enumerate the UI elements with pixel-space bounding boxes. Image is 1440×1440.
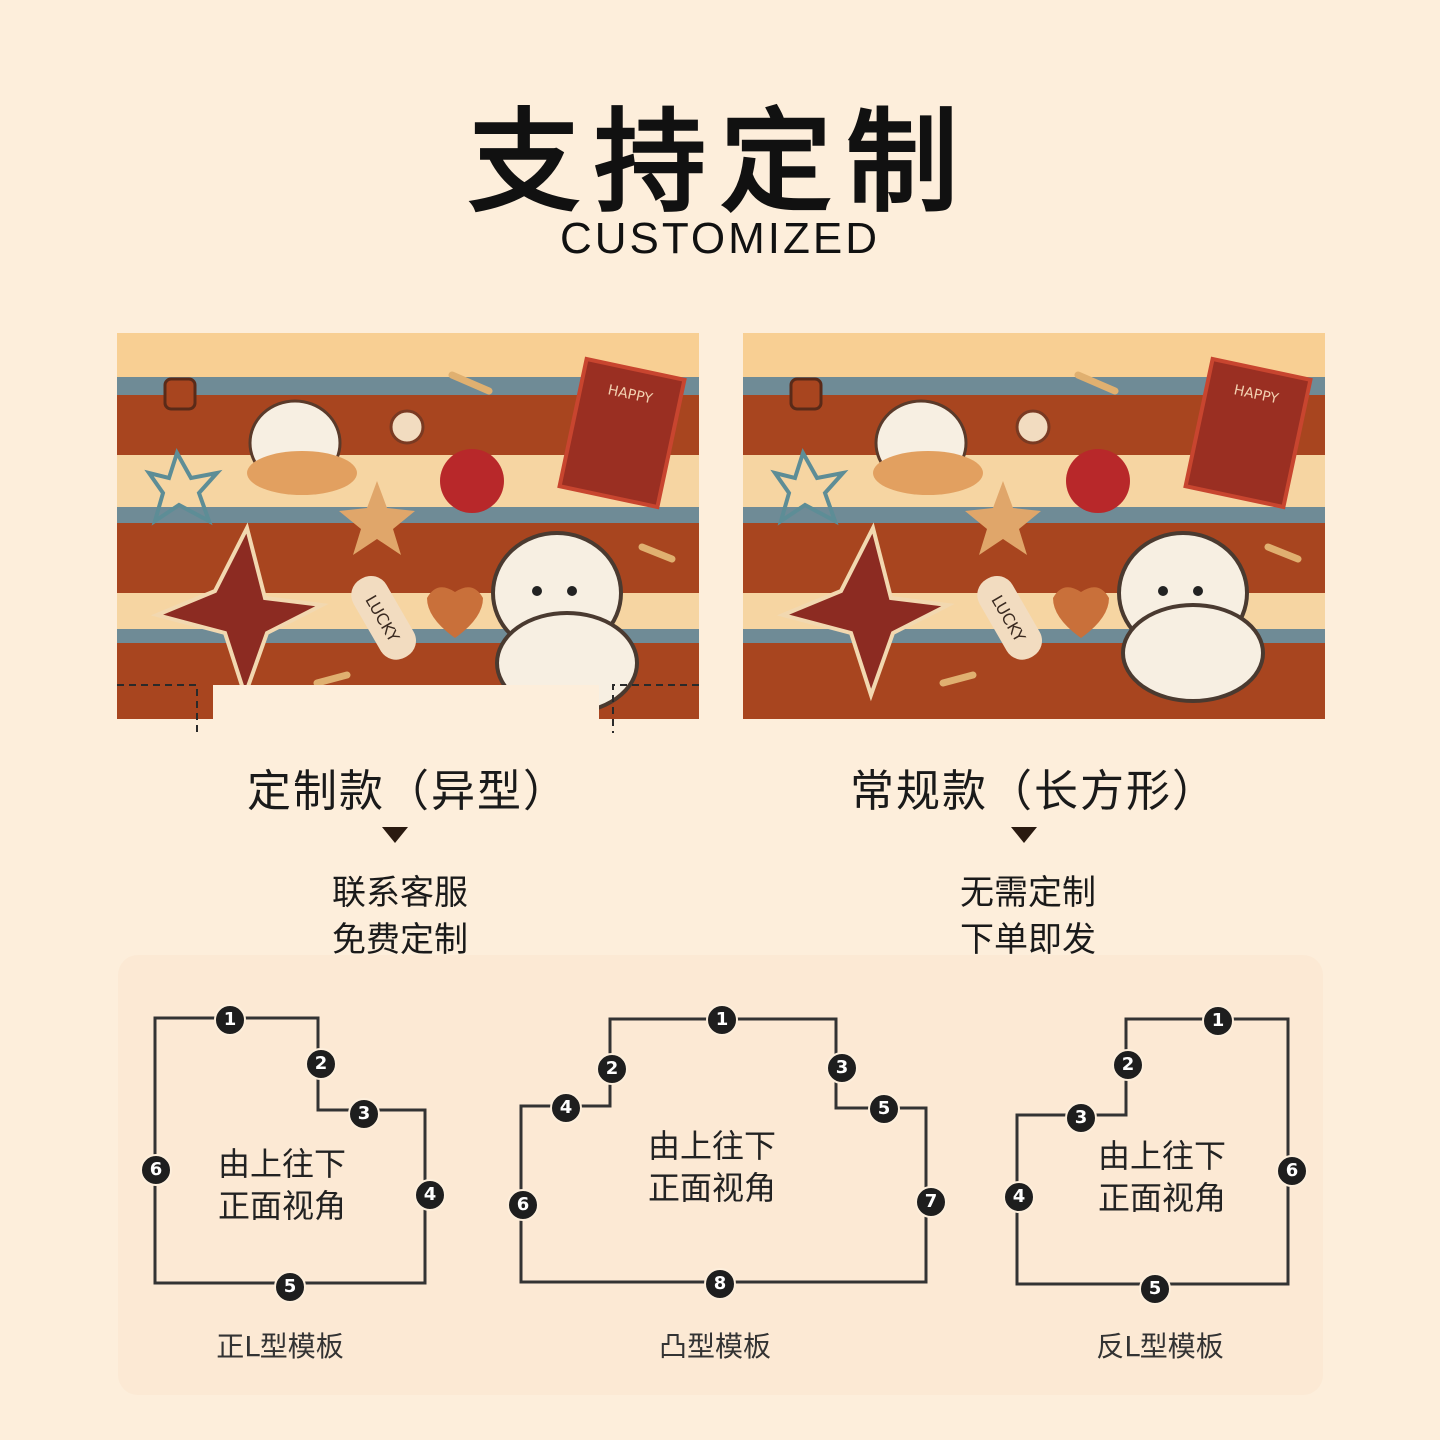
regular-mat-image: HAPPY LUCKY [743, 333, 1325, 719]
template-2-node-6: 6 [507, 1189, 539, 1221]
template-3-node-1: 1 [1202, 1005, 1234, 1037]
template-1-node-1: 1 [214, 1004, 246, 1036]
template-2-node-3: 3 [826, 1052, 858, 1084]
template-1-node-6: 6 [140, 1154, 172, 1186]
regular-shape-caption: 常规款（长方形） [850, 766, 1218, 817]
l-template-outline [153, 1016, 427, 1285]
template-1-node-5: 5 [274, 1271, 306, 1303]
template-3-node-6: 6 [1276, 1155, 1308, 1187]
template-2-view-line1: 由上往下 [648, 1127, 777, 1165]
reverse-l-template-outline [1015, 1017, 1290, 1286]
down-arrow-icon [1011, 827, 1037, 843]
template-3-node-3: 3 [1065, 1102, 1097, 1134]
custom-shape-caption: 定制款（异型） [247, 766, 569, 817]
template-2-node-4: 4 [550, 1092, 582, 1124]
down-arrow-icon [382, 827, 408, 843]
template-2-node-5: 5 [868, 1093, 900, 1125]
template-3-label: 反L型模板 [1096, 1330, 1224, 1363]
regular-note-line1: 无需定制 [960, 873, 1096, 913]
template-3-view-text: 由上往下 正面视角 [1098, 1135, 1226, 1219]
template-1-view-line1: 由上往下 [218, 1145, 347, 1183]
template-2-node-2: 2 [596, 1053, 628, 1085]
page-subtitle: CUSTOMIZED [559, 214, 881, 263]
template-2-view-line2: 正面视角 [648, 1169, 777, 1207]
page-title: 支持定制 [468, 98, 972, 228]
template-1-view-line2: 正面视角 [218, 1187, 347, 1225]
custom-mat-image: HAPPY LUCKY [117, 333, 699, 733]
template-1-node-3: 3 [348, 1098, 380, 1130]
custom-note-line2: 免费定制 [332, 920, 468, 960]
template-3-view-line2: 正面视角 [1098, 1179, 1227, 1217]
template-2-view-text: 由上往下 正面视角 [648, 1125, 776, 1209]
template-3-node-4: 4 [1003, 1181, 1035, 1213]
template-2-node-8: 8 [704, 1268, 736, 1300]
template-3-view-line1: 由上往下 [1098, 1137, 1227, 1175]
template-2-node-7: 7 [915, 1186, 947, 1218]
template-1-label: 正L型模板 [216, 1330, 344, 1363]
template-3-node-5: 5 [1139, 1273, 1171, 1305]
template-1-node-4: 4 [414, 1179, 446, 1211]
custom-note: 联系客服 免费定制 [250, 870, 550, 964]
template-1-view-text: 由上往下 正面视角 [218, 1143, 346, 1227]
custom-note-line1: 联系客服 [332, 873, 468, 913]
template-2-node-1: 1 [706, 1004, 738, 1036]
regular-note: 无需定制 下单即发 [878, 870, 1178, 964]
template-1-node-2: 2 [305, 1048, 337, 1080]
regular-note-line2: 下单即发 [960, 920, 1096, 960]
template-3-node-2: 2 [1112, 1049, 1144, 1081]
template-2-label: 凸型模板 [658, 1330, 771, 1363]
